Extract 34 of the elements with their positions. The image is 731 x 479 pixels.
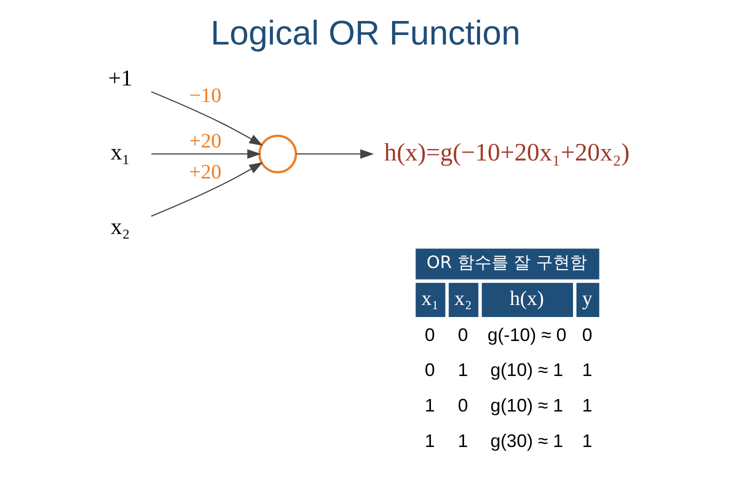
node-text: x₂	[110, 214, 130, 239]
label: 0	[582, 324, 592, 345]
label: 1	[424, 394, 435, 416]
arrow	[296, 149, 374, 159]
label: g(-10) ≈ 0	[488, 324, 566, 345]
node-text: h(x)=g(−10+20x₁+20x₂)	[384, 139, 630, 166]
label: g(10) ≈ 1	[490, 359, 564, 380]
label: g(10) ≈ 1	[490, 394, 564, 416]
label: x₁	[421, 288, 439, 310]
label: 1	[424, 430, 435, 451]
label: h(x)	[510, 288, 544, 310]
label: 1	[582, 394, 592, 416]
label: g(30) ≈ 1	[490, 430, 564, 451]
edge-label: +20	[189, 130, 222, 153]
label: 0	[424, 359, 435, 380]
label: 0	[424, 324, 435, 345]
label: 1	[582, 359, 592, 380]
edge-label: −10	[189, 84, 222, 107]
label: 1	[458, 430, 468, 451]
node-text: +1	[108, 66, 132, 91]
node-text: x₁	[110, 140, 130, 165]
label: x₂	[454, 288, 472, 310]
label: 1	[582, 430, 592, 451]
diagram-title: Logical OR Function	[210, 14, 520, 53]
label: 1	[458, 359, 468, 380]
label: OR 함수를 잘 구현함	[426, 253, 588, 274]
arrow	[151, 162, 263, 217]
node-circle	[258, 134, 298, 174]
label: y	[582, 288, 592, 310]
arrow	[151, 149, 261, 159]
arrow	[151, 91, 263, 146]
label: 0	[458, 394, 468, 416]
edge-label: +20	[189, 161, 222, 184]
label: 0	[458, 324, 468, 345]
